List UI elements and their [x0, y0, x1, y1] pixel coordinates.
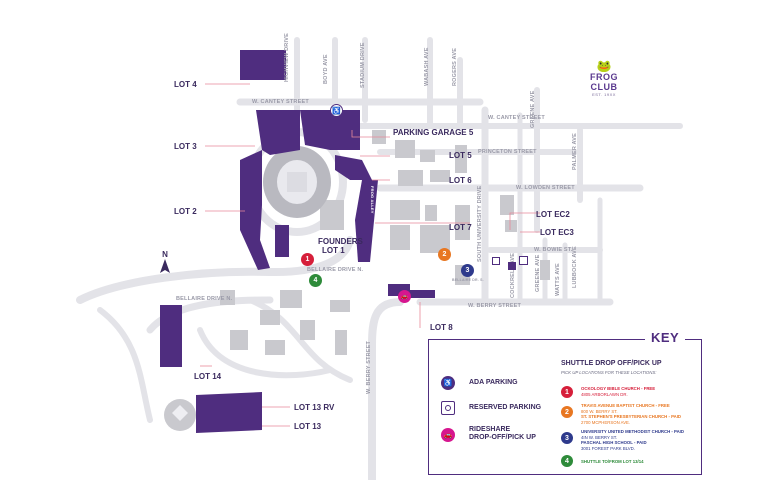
lot-4-label: LOT 4: [174, 80, 197, 89]
reserved-map-icon-3[interactable]: [519, 256, 528, 265]
stadium: [263, 146, 331, 218]
lot-ec2-label: LOT EC2: [536, 210, 570, 219]
reserved-parking-icon: [441, 401, 455, 415]
parking-garage-5-label: PARKING GARAGE 5: [393, 128, 474, 137]
brand-est: EST. 19XX: [592, 92, 616, 97]
street-boyd: BOYD AVE: [323, 54, 329, 84]
map-key: KEY ♿ ADA PARKING RESERVED PARKING 🚗 RID…: [428, 330, 702, 475]
parking-lots: [160, 50, 435, 433]
shuttle-3-line-2: 4IN W. BERRY ST.: [581, 434, 618, 440]
shuttle-2-line-1: TRAVIS AVENUE BAPTIST CHURCH - FREE: [581, 403, 670, 408]
lot-8-label: LOT 8: [430, 323, 453, 332]
street-cantey: W. CANTEY STREET: [252, 99, 309, 105]
street-frog-alley: FROG ALLEY: [370, 186, 375, 214]
street-south-university: SOUTH UNIVERSITY DRIVE: [477, 185, 483, 262]
lot-13-label: LOT 13: [294, 422, 322, 431]
ada-parking-label: ADA PARKING: [469, 379, 518, 386]
shuttle-4-line-1: SHUTTLE TO/FROM LOT 13/14: [581, 459, 644, 464]
street-cantey-east: W. CANTEY STREET: [488, 115, 545, 121]
lot-13rv-label: LOT 13 RV: [294, 403, 335, 412]
horned-frog-icon: 🐸: [596, 59, 612, 73]
lot-6-label: LOT 6: [449, 176, 472, 185]
street-wabash: WABASH AVE: [424, 47, 430, 86]
shuttle-pin-4[interactable]: 4: [309, 274, 322, 287]
leader-lines: [200, 83, 540, 427]
reserved-map-icon-1[interactable]: [492, 257, 500, 265]
shuttle-2-line-3: ST. STEPHEN'S PRESBYTERIAN CHURCH - PAID: [581, 414, 682, 419]
shuttle-2-line-2: 800 W. BERRY ST.: [581, 408, 618, 414]
lot-2-label: LOT 2: [174, 207, 197, 216]
north-label: N: [162, 250, 168, 259]
north-arrow: N: [158, 250, 172, 286]
shuttle-3-line-3: PASCHAL HIGH SCHOOL - PAID: [581, 440, 647, 445]
frog-club-logo: 🐸 FROG CLUB EST. 19XX: [576, 60, 632, 97]
street-lowden: W. LOWDEN STREET: [516, 185, 575, 191]
shuttle-1-line-2: 4805 ARBORLAWN DR.: [581, 391, 628, 397]
street-bellaire: BELLAIRE DRIVE N.: [176, 296, 233, 302]
street-berry-vertical: W. BERRY STREET: [366, 340, 372, 394]
street-princeton: PRINCETON STREET: [478, 149, 537, 155]
reserved-map-icon-2[interactable]: [508, 262, 516, 270]
street-bellaire-2: BELLAIRE DRIVE N.: [307, 267, 364, 273]
street-watts: WATTS AVE: [555, 263, 561, 296]
brand-name: FROG CLUB: [590, 72, 618, 92]
lot-5-label: LOT 5: [449, 151, 472, 160]
shuttle-pin-2[interactable]: 2: [438, 248, 451, 261]
rideshare-pin-icon[interactable]: 🚗: [398, 290, 411, 303]
road-network: [76, 37, 683, 480]
shuttle-1-line-1: OCKOLOGY BIBLE CHURCH - FREE: [581, 386, 656, 391]
street-bellaire-s: BELLAIRE DR. S.: [452, 278, 484, 282]
lot-7-label: LOT 7: [449, 223, 472, 232]
street-cockrell: COCKRELL AVE: [510, 252, 516, 298]
rideshare-label-2: DROP-OFF/PICK UP: [469, 434, 536, 441]
ada-parking-map-icon[interactable]: ♿: [330, 104, 343, 117]
lot-3-label: LOT 3: [174, 142, 197, 151]
shuttle-pin-1[interactable]: 1: [301, 253, 314, 266]
shuttle-title: SHUTTLE DROP OFF/PICK UP: [561, 360, 662, 367]
street-greene-2: GREENE AVE: [535, 254, 541, 292]
shuttle-pin-3[interactable]: 3: [461, 264, 474, 277]
shuttle-3-badge: 3: [561, 432, 573, 444]
campus-buildings: [220, 130, 550, 355]
ada-icon: ♿: [441, 376, 455, 390]
street-berry: W. BERRY STREET: [468, 303, 522, 309]
street-highview: HIGHVIEW DRIVE: [284, 33, 290, 82]
founders-label: FOUNDERS: [318, 237, 363, 246]
rideshare-label-1: RIDESHARE: [469, 426, 511, 433]
street-greene: GREENE AVE: [530, 90, 536, 128]
lot-1-label: LOT 1: [322, 246, 345, 255]
lot-ec3-label: LOT EC3: [540, 228, 574, 237]
shuttle-4-badge: 4: [561, 455, 573, 467]
shuttle-subtitle: PICK UP LOCATIONS FOR THESE LOCATIONS:: [561, 370, 657, 375]
street-stadium: STADIUM DRIVE: [360, 42, 366, 88]
north-arrow-icon: [160, 259, 170, 273]
shuttle-2-line-4: 2700 MCPHERSON AVE.: [581, 419, 631, 425]
street-rogers: ROGERS AVE: [452, 47, 458, 86]
shuttle-3-line-4: 3001 FOREST PARK BLVD.: [581, 445, 635, 451]
street-lubbock: LUBBOCK AVE: [572, 246, 578, 288]
key-title: KEY: [645, 330, 686, 345]
street-palmer: PALMER AVE: [572, 132, 578, 170]
lot-14-label: LOT 14: [194, 372, 222, 381]
shuttle-3-line-1: UNIVERSITY UNITED METHODIST CHURCH - PAI…: [581, 429, 684, 434]
shuttle-2-badge: 2: [561, 406, 573, 418]
street-bowie: W. BOWIE ST.: [534, 247, 573, 253]
shuttle-1-badge: 1: [561, 386, 573, 398]
rideshare-icon: 🚗: [441, 428, 455, 442]
reserved-parking-label: RESERVED PARKING: [469, 404, 542, 411]
